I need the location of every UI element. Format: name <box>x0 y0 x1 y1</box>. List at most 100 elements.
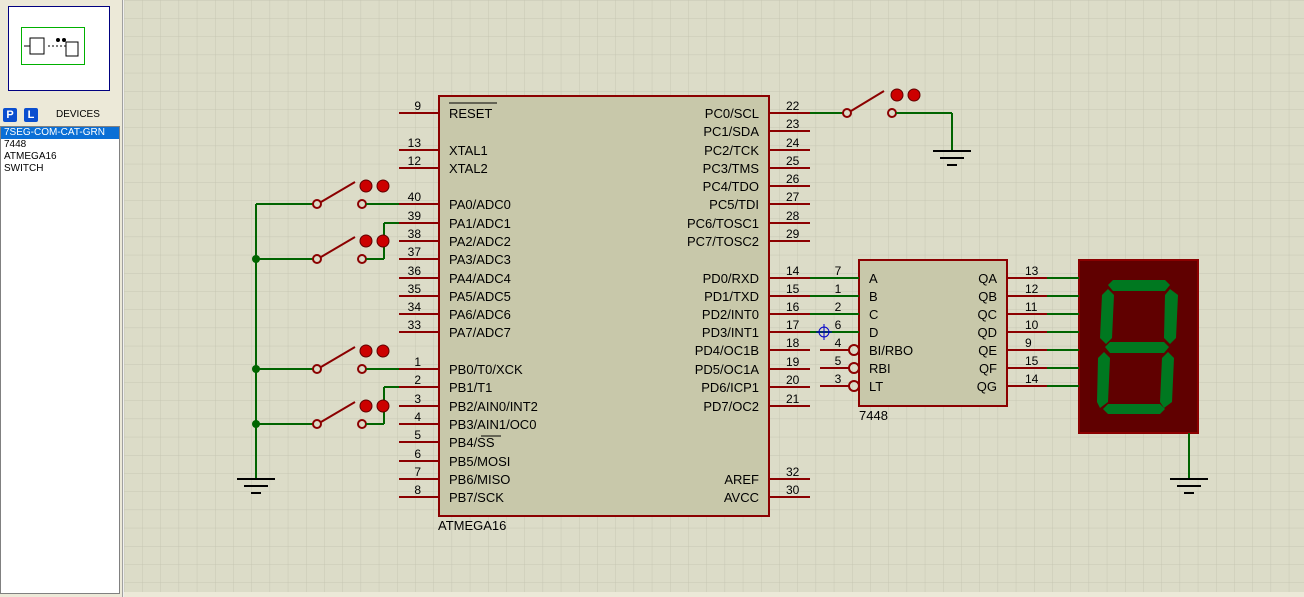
mcu-pin-number: 21 <box>786 392 800 406</box>
switch-toggle-icon[interactable] <box>376 344 390 358</box>
switch-toggle-icon[interactable] <box>376 399 390 413</box>
decoder-pin-label: A <box>869 271 878 286</box>
mcu-pin-label: PB6/MISO <box>449 472 510 487</box>
mcu-pin-label: AREF <box>724 472 759 487</box>
mcu-pin-label: PD0/RXD <box>703 271 759 286</box>
switch-toggle-icon[interactable] <box>359 234 373 248</box>
mcu-pin-label: PB7/SCK <box>449 490 504 505</box>
segment-e <box>1097 352 1110 408</box>
segment-b <box>1164 289 1178 344</box>
switch-toggle-icon[interactable] <box>890 88 904 102</box>
mcu-pin-label: PC6/TOSC1 <box>687 216 759 231</box>
library-manager-button[interactable]: L <box>24 108 38 122</box>
segment-a <box>1108 280 1170 291</box>
pick-devices-button[interactable]: P <box>3 108 17 122</box>
preview-thumbnail <box>21 27 85 65</box>
mcu-pin-label: PB0/T0/XCK <box>449 362 523 377</box>
decoder-pin-label: QG <box>977 379 997 394</box>
switch-toggle-icon[interactable] <box>359 344 373 358</box>
mcu-pin-number: 38 <box>408 227 422 241</box>
cursor-crosshair-icon <box>816 324 832 340</box>
mcu-pin-number: 33 <box>408 318 422 332</box>
mcu-pin-label: PC0/SCL <box>705 106 759 121</box>
mcu-pin-label: PC7/TOSC2 <box>687 234 759 249</box>
switch-pc0[interactable] <box>810 88 953 150</box>
decoder-pin-number: 10 <box>1025 318 1039 332</box>
mcu-pin-number: 4 <box>414 410 421 424</box>
mcu-pin-number: 20 <box>786 373 800 387</box>
mcu-pin-number: 17 <box>786 318 800 332</box>
mcu-pin-label: PA1/ADC1 <box>449 216 511 231</box>
device-item-7seg[interactable]: 7SEG-COM-CAT-GRN <box>1 127 119 139</box>
mcu-pin-number: 28 <box>786 209 800 223</box>
segment-g <box>1105 342 1169 353</box>
mcu-pin-label: PC2/TCK <box>704 143 759 158</box>
mcu-pin-label: PC4/TDO <box>703 179 759 194</box>
decoder-pin-label: QC <box>978 307 998 322</box>
component-preview[interactable] <box>8 6 110 91</box>
mcu-pin-label: PA0/ADC0 <box>449 197 511 212</box>
device-item-switch[interactable]: SWITCH <box>4 163 44 174</box>
mcu-pin-number: 7 <box>414 465 421 479</box>
mcu-pin-number: 40 <box>408 190 422 204</box>
mcu-pin-number: 39 <box>408 209 422 223</box>
mcu-pin-label: PA4/ADC4 <box>449 271 511 286</box>
decoder-pin-label: QF <box>979 361 997 376</box>
ground-symbol-icon <box>237 478 275 494</box>
mcu-pin-number: 5 <box>414 428 421 442</box>
mcu-pin-number: 25 <box>786 154 800 168</box>
decoder-pin-label: RBI <box>869 361 891 376</box>
mcu-pin-label: PC1/SDA <box>703 124 759 139</box>
decoder-pin-number: 7 <box>835 264 842 278</box>
segment-wires <box>1047 277 1079 387</box>
decoder-pin-number: 15 <box>1025 354 1039 368</box>
switch-toggle-icon[interactable] <box>359 179 373 193</box>
mcu-pin-label: PC5/TDI <box>709 197 759 212</box>
switch-toggle-icon[interactable] <box>907 88 921 102</box>
switch-toggle-icon[interactable] <box>376 234 390 248</box>
switch-toggle-icon[interactable] <box>376 179 390 193</box>
mcu-pin-number: 3 <box>414 392 421 406</box>
mcu-pin-number: 1 <box>414 355 421 369</box>
atmega16-right-pins: 22PC0/SCL23PC1/SDA24PC2/TCK25PC3/TMS26PC… <box>687 99 810 505</box>
decoder-pin-label: B <box>869 289 878 304</box>
mcu-pin-label: PA3/ADC3 <box>449 252 511 267</box>
decoder-pin-number: 2 <box>835 300 842 314</box>
devices-list[interactable]: 7SEG-COM-CAT-GRN 7448 ATMEGA16 SWITCH <box>0 126 120 594</box>
mcu-pin-number: 18 <box>786 336 800 350</box>
device-item-7448[interactable]: 7448 <box>4 139 27 150</box>
decoder-pin-label: LT <box>869 379 883 394</box>
mcu-pin-number: 2 <box>414 373 421 387</box>
decoder-pin-label: QB <box>978 289 997 304</box>
inversion-bubble <box>848 362 860 374</box>
segment-f <box>1100 289 1114 344</box>
mcu-pin-label: RESET <box>449 106 492 121</box>
mcu-pin-label: PD3/INT1 <box>702 325 759 340</box>
mcu-pin-label: PD7/OC2 <box>703 399 759 414</box>
decoder-pin-label: BI/RBO <box>869 343 913 358</box>
segment-c <box>1160 352 1174 408</box>
mcu-pin-number: 14 <box>786 264 800 278</box>
decoder-pin-number: 6 <box>835 318 842 332</box>
mcu-pin-label: PD4/OC1B <box>695 343 759 358</box>
mcu-pin-label: PB5/MOSI <box>449 454 510 469</box>
switch-toggle-icon[interactable] <box>359 399 373 413</box>
decoder-pin-number: 14 <box>1025 372 1039 386</box>
mcu-pin-label: XTAL1 <box>449 143 488 158</box>
seven-segment-display[interactable] <box>1078 259 1199 478</box>
mcu-pin-label: PD1/TXD <box>704 289 759 304</box>
mcu-pin-label: PA7/ADC7 <box>449 325 511 340</box>
mcu-pin-label: PD5/OC1A <box>695 362 760 377</box>
decoder-pin-number: 12 <box>1025 282 1039 296</box>
devices-title: DEVICES <box>56 109 100 120</box>
input-switches[interactable] <box>252 179 399 478</box>
decoder-pin-number: 9 <box>1025 336 1032 350</box>
mcu-pin-number: 13 <box>408 136 422 150</box>
mcu-pin-number: 15 <box>786 282 800 296</box>
device-item-atmega16[interactable]: ATMEGA16 <box>4 151 57 162</box>
mcu-pin-number: 37 <box>408 245 422 259</box>
decoder-pin-label: QE <box>978 343 997 358</box>
